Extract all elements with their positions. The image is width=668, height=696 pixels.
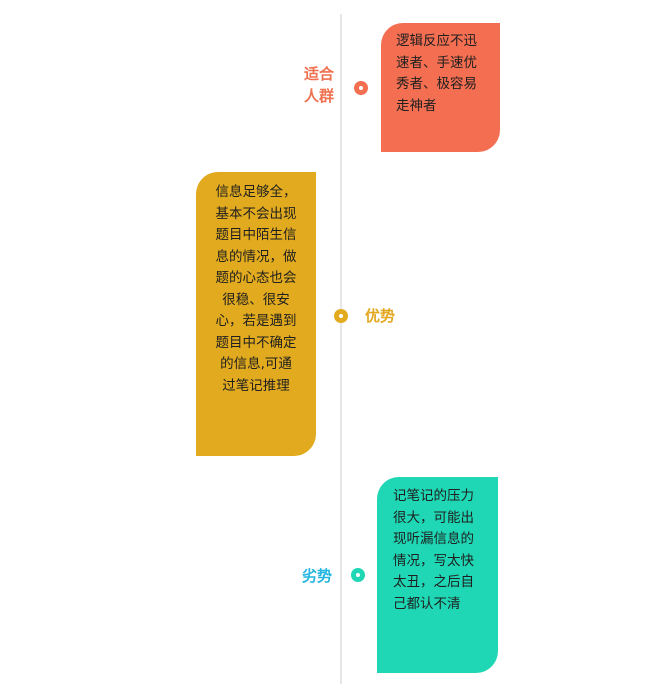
timeline-card-disadvantage: 记笔记的压力很大，可能出现听漏信息的情况，写太快太丑，之后自己都认不清 <box>377 477 498 673</box>
timeline-card-advantage: 信息足够全，基本不会出现题目中陌生信息的情况，做题的心态也会很稳、很安心，若是遇… <box>196 172 316 456</box>
timeline-label-audience: 适合 人群 <box>303 65 334 105</box>
timeline-label-advantage: 优势 <box>365 307 396 325</box>
timeline-card-audience: 逻辑反应不迅速者、手速优秀者、极容易走神者 <box>381 23 500 152</box>
timeline-label-disadvantage: 劣势 <box>302 567 333 585</box>
timeline-axis <box>340 14 342 684</box>
timeline-node-advantage <box>334 309 348 323</box>
timeline-node-disadvantage <box>351 568 365 582</box>
timeline-node-audience <box>354 81 368 95</box>
